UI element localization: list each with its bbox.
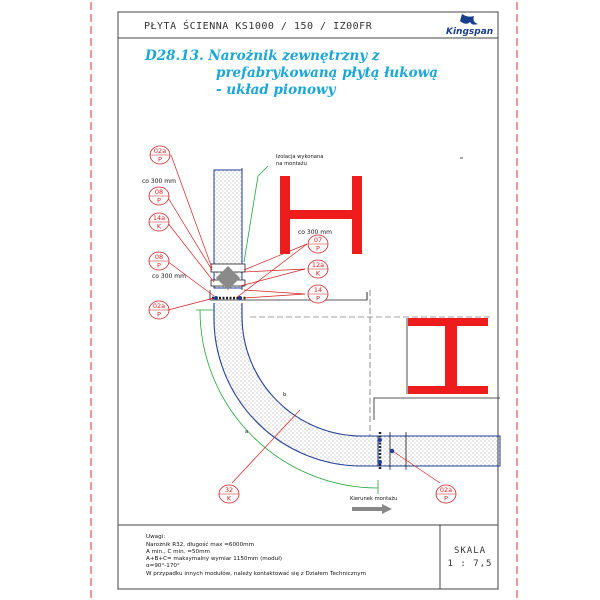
title-line-3: - układ pionowy [216,82,337,98]
steel-column-upper [280,176,362,254]
direction-label: Kierunek montażu [350,496,397,502]
svg-text:K: K [227,495,232,503]
tag: 02a P [149,145,171,165]
steel-column-lower [408,318,488,394]
spacing-note-1: co 300 mm [142,178,176,185]
insulation-note-2: na montażu [276,161,307,167]
product-header: PŁYTA ŚCIENNA KS1000 / 150 / IZ00FR [144,19,373,32]
svg-text:08: 08 [155,253,163,261]
leader-lines [166,154,441,484]
svg-text:α=90°-170°: α=90°-170° [146,563,180,569]
dimension-arcs [196,165,379,494]
dim-label-a: a [245,429,248,435]
svg-text:12a: 12a [312,261,324,269]
svg-text:Narożnik R32, długość max =60: Narożnik R32, długość max =6000mm [146,541,254,548]
spacing-note-3: co 300 mm [152,273,186,280]
insulation-note-1: Izolacja wykonana [276,154,323,160]
horizontal-panel [377,435,501,467]
svg-text:K: K [316,270,321,278]
tag: 02a P [435,484,457,504]
tag: 14 P [307,284,329,304]
tag: 08 P [148,251,170,271]
tag: 08 P [148,186,170,206]
notes-block: Uwagi: Narożnik R32, długość max =6000mm… [146,534,366,577]
svg-text:P: P [158,156,162,164]
title-line-2: prefabrykowaną płytą łukową [216,65,438,81]
svg-text:14: 14 [314,286,322,294]
svg-text:02a: 02a [153,302,165,310]
title-frame [117,11,499,590]
svg-text:02a: 02a [154,147,166,155]
svg-text:K: K [157,223,162,231]
scale-value: 1 : 7,5 [448,559,493,569]
svg-text:02a: 02a [440,486,452,494]
tag: 32 K [218,484,240,504]
svg-text:08: 08 [155,188,163,196]
lower-joint [378,432,407,470]
direction-arrow-icon [352,504,392,514]
spacing-note-2: co 300 mm [298,229,332,236]
svg-text:W przypadku innych modułów, na: W przypadku innych modułów, należy konta… [146,570,366,577]
upper-joint [210,263,246,300]
tag: 14a K [148,212,170,232]
dim-label-b: b [283,392,287,398]
svg-text:07: 07 [314,236,322,244]
svg-text:P: P [157,262,161,270]
scale-label: SKALA [454,546,486,556]
svg-text:P: P [316,295,320,303]
svg-text:Uwagi:: Uwagi: [146,534,165,540]
svg-text:P: P [157,197,161,205]
svg-text:P: P [157,311,161,319]
kingspan-logo: Kingspan [446,14,493,37]
svg-text:P: P [444,495,448,503]
tag: 07 P [307,234,329,254]
center-lines [250,290,490,436]
svg-text:14a: 14a [153,214,165,222]
svg-text:A min., C min. =50mm: A min., C min. =50mm [146,549,210,555]
svg-text:32: 32 [225,486,233,494]
title-line-1: D28.13. Narożnik zewnętrzny z [144,48,380,64]
svg-text:Kingspan: Kingspan [446,27,493,37]
curved-panel [213,303,378,467]
svg-text:P: P [316,245,320,253]
svg-text:A+B+C= maksymalny wymiar 1150m: A+B+C= maksymalny wymiar 1150mm (moduł) [146,556,282,562]
sheet-border [90,2,518,598]
tag: 12a K [307,259,329,279]
tag: 02a P [148,300,170,320]
